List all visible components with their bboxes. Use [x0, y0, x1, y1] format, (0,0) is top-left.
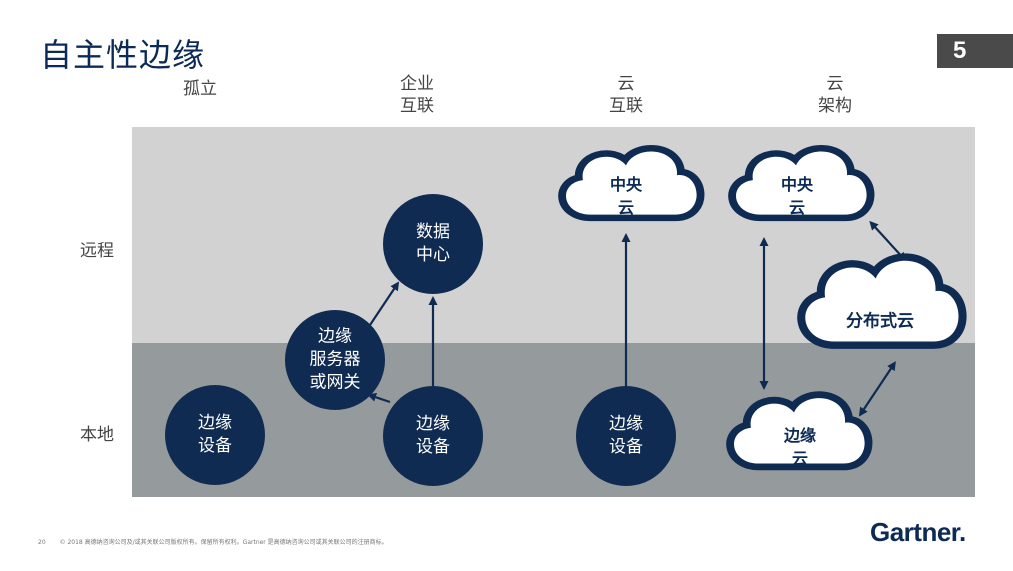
column-header-line2: 互联	[609, 96, 643, 116]
footer-copyright: © 2018 高德纳咨询公司及/或其关联公司版权所有。保留所有权利。Gartne…	[59, 539, 388, 546]
column-header-cloud-connected: 云 互联	[566, 73, 686, 117]
node-edge-enterprise	[383, 386, 483, 486]
column-header-line1: 企业	[400, 74, 434, 94]
label-line: 或网关	[309, 372, 361, 393]
label-line: 中心	[416, 245, 450, 265]
node-edge-gateway-label: 边缘 服务器 或网关	[310, 326, 361, 395]
node-edge-cloud-connected-label: 边缘 设备	[609, 413, 643, 459]
node-data-center	[383, 194, 483, 294]
row-label-local: 本地	[80, 425, 114, 445]
label-line: 云	[617, 198, 635, 217]
label-line: 设备	[416, 437, 450, 457]
label-line: 设备	[609, 437, 643, 457]
label-line: 边缘	[783, 426, 817, 445]
label-line: 数据	[416, 222, 450, 242]
column-header-line2: 互联	[400, 96, 434, 116]
cloud-edge-label: 边缘 云	[784, 424, 816, 470]
label-line: 分布式云	[846, 311, 914, 332]
column-header-line2: 架构	[818, 96, 852, 116]
footer-page-number: 20	[38, 539, 46, 546]
label-line: 边缘	[198, 413, 232, 433]
label-line: 云	[791, 449, 809, 468]
row-label-remote: 远程	[80, 241, 114, 261]
gartner-logo: Gartner.	[870, 517, 966, 547]
node-edge-cloud-connected	[576, 386, 676, 486]
cloud-central-2-label: 中央 云	[781, 173, 813, 219]
arrow-edge-to-gateway	[367, 392, 391, 404]
arrow-distributed-edge-cloud	[858, 361, 896, 417]
column-header-enterprise: 企业 互联	[357, 73, 477, 117]
node-data-center-label: 数据 中心	[416, 221, 450, 267]
page-badge: 5	[937, 34, 1013, 68]
column-header-line1: 云	[826, 74, 844, 94]
node-edge-isolated	[165, 385, 265, 485]
footer: 20 © 2018 高德纳咨询公司及/或其关联公司版权所有。保留所有权利。Gar…	[38, 537, 388, 546]
label-line: 设备	[198, 436, 232, 456]
label-line: 云	[788, 198, 806, 217]
cloud-central-1-label: 中央 云	[610, 173, 642, 219]
node-edge-enterprise-label: 边缘 设备	[416, 413, 450, 459]
arrow-gateway-to-datacenter	[369, 281, 400, 326]
column-header-isolated: 孤立	[140, 78, 260, 100]
label-line: 服务器	[309, 349, 361, 370]
node-edge-gateway	[285, 310, 385, 410]
column-header-line2: 孤立	[183, 79, 217, 99]
column-header-cloud-architecture: 云 架构	[775, 73, 895, 117]
column-header-line1: 云	[617, 74, 635, 94]
label-line: 中央	[780, 175, 814, 194]
cloud-distributed-label: 分布式云	[846, 311, 914, 334]
node-edge-isolated-label: 边缘 设备	[198, 412, 232, 458]
label-line: 边缘	[416, 414, 450, 434]
slide-title: 自主性边缘	[40, 36, 206, 74]
label-line: 边缘	[609, 414, 643, 434]
label-line: 中央	[609, 175, 643, 194]
label-line: 边缘	[318, 326, 352, 347]
